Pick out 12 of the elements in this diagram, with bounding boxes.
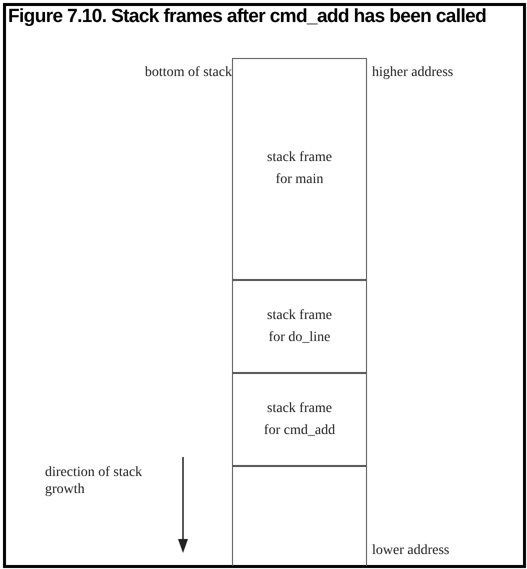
empty-stack-box <box>232 466 367 566</box>
annotation-label: direction of stack growth <box>45 464 144 498</box>
annotation-label: bottom of stack <box>144 64 232 81</box>
frame-label: stack frame for main <box>266 149 333 189</box>
frame-label: stack frame for cmd_add <box>262 400 336 440</box>
stack-frame-box <box>232 58 367 280</box>
stack-frame-box <box>232 373 367 466</box>
figure-title: Figure 7.10. Stack frames after cmd_add has been called <box>8 6 486 28</box>
annotation-label: lower address <box>372 542 450 559</box>
annotation-label: higher address <box>372 64 454 81</box>
frame-label: stack frame for do_line <box>266 306 333 346</box>
stack-frame-box <box>232 280 367 373</box>
